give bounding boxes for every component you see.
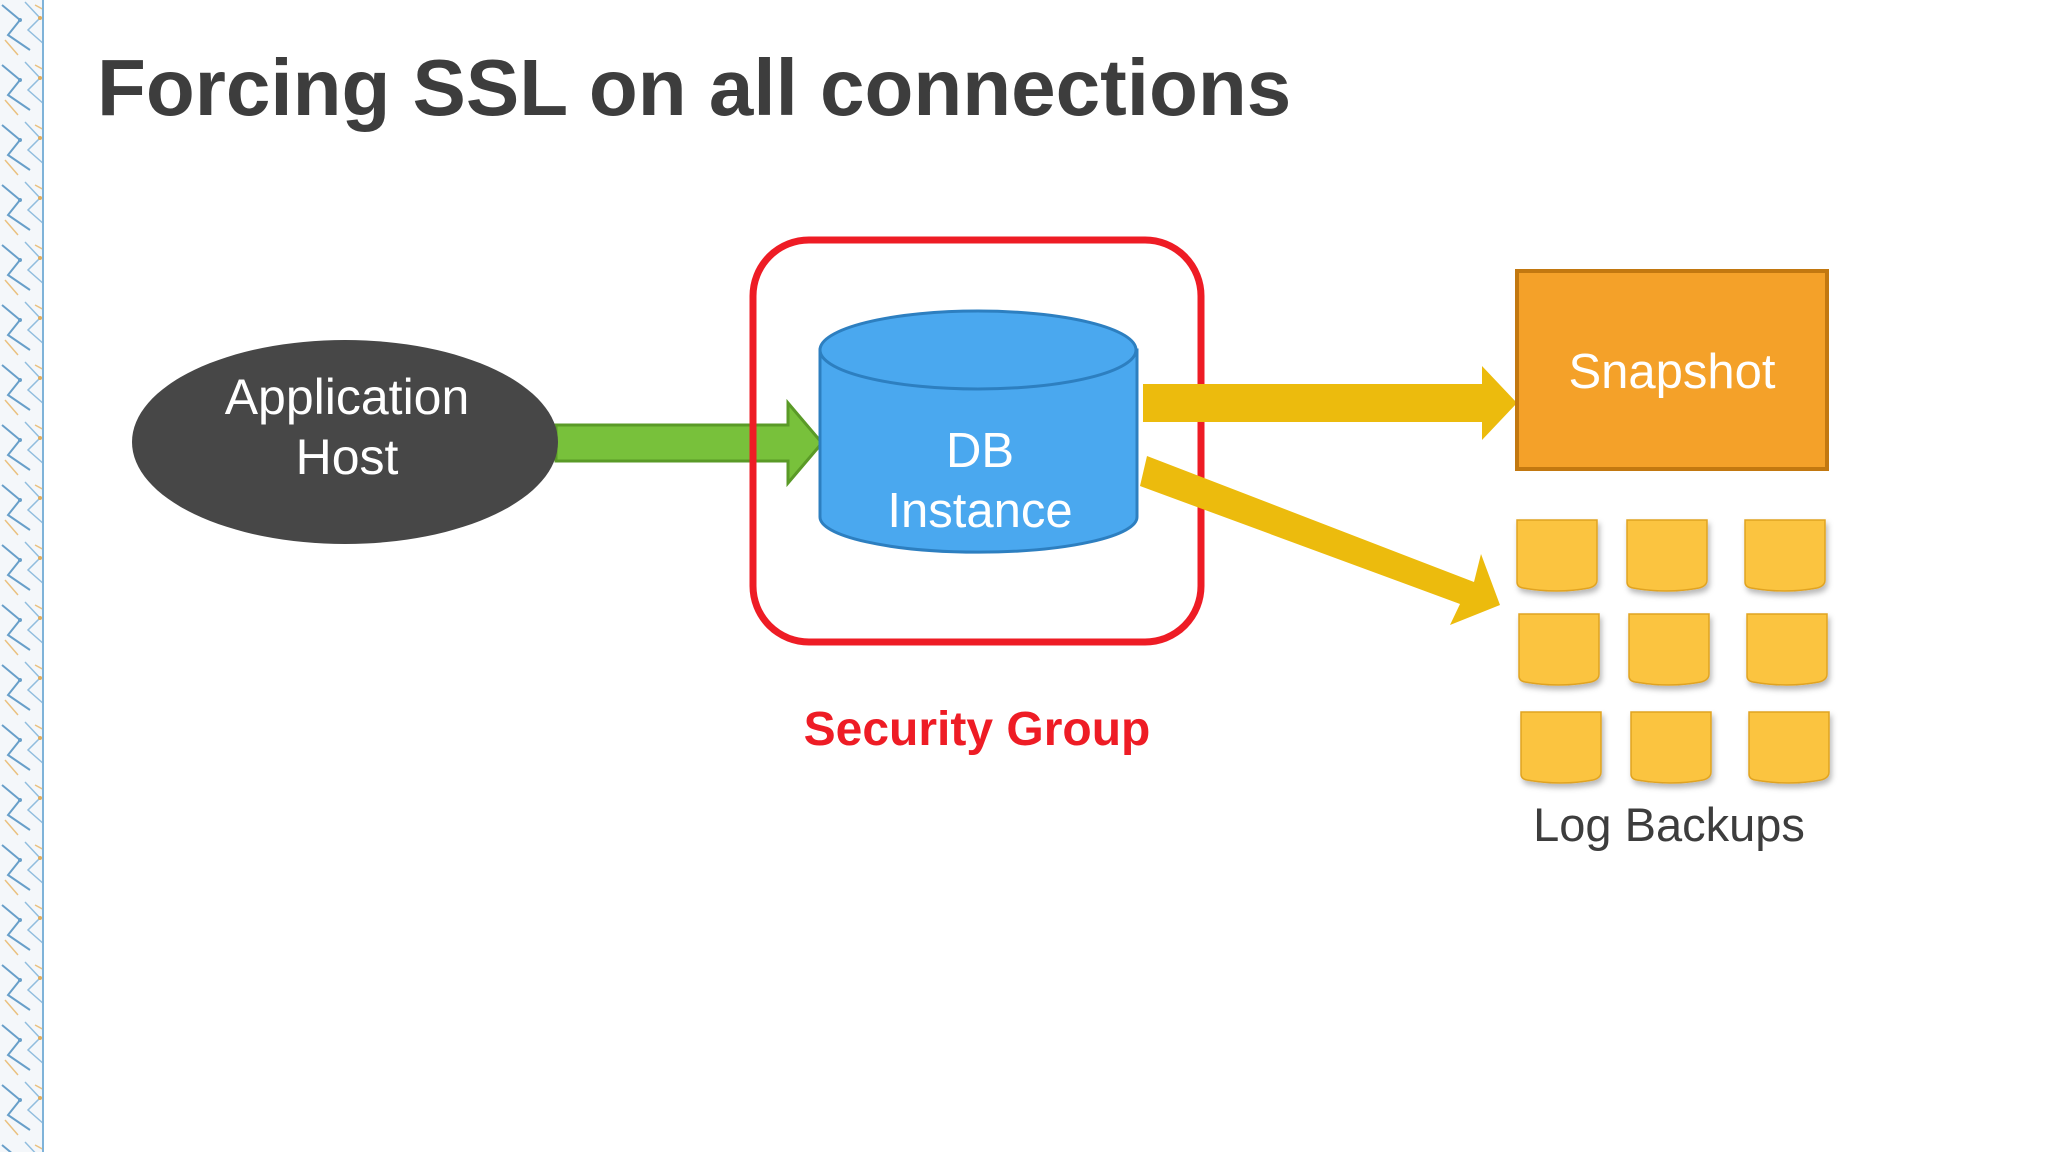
db-instance-node xyxy=(818,309,1139,554)
log-backups-group xyxy=(1516,519,1830,784)
snapshot-node xyxy=(1515,269,1829,471)
arrow-db-to-log-backups xyxy=(1140,456,1500,625)
log-backup-file-icon xyxy=(1626,519,1708,592)
db-instance-label: DB xyxy=(946,424,1014,478)
log-backup-file-icon xyxy=(1746,613,1828,686)
db-instance-label-line2: Instance xyxy=(887,484,1072,538)
application-host-label: Application xyxy=(225,369,470,425)
security-group-boundary xyxy=(749,236,1205,646)
log-backup-file-icon xyxy=(1744,519,1826,592)
decorative-left-strip xyxy=(0,0,44,1152)
arrow-app-to-db xyxy=(554,398,824,488)
log-backup-file-icon xyxy=(1630,711,1712,784)
log-backups-label: Log Backups xyxy=(1533,798,1805,851)
log-backup-file-icon xyxy=(1748,711,1830,784)
log-backup-file-icon xyxy=(1520,711,1602,784)
log-backup-file-icon xyxy=(1516,519,1598,592)
snapshot-label: Snapshot xyxy=(1568,345,1775,399)
log-backup-file-icon xyxy=(1628,613,1710,686)
arrow-db-to-snapshot xyxy=(1143,366,1517,440)
security-group-label: Security Group xyxy=(804,703,1151,756)
application-host-label-line2: Host xyxy=(296,429,399,485)
application-host-node xyxy=(132,340,558,544)
log-backup-file-icon xyxy=(1518,613,1600,686)
slide-title: Forcing SSL on all connections xyxy=(97,43,1292,132)
